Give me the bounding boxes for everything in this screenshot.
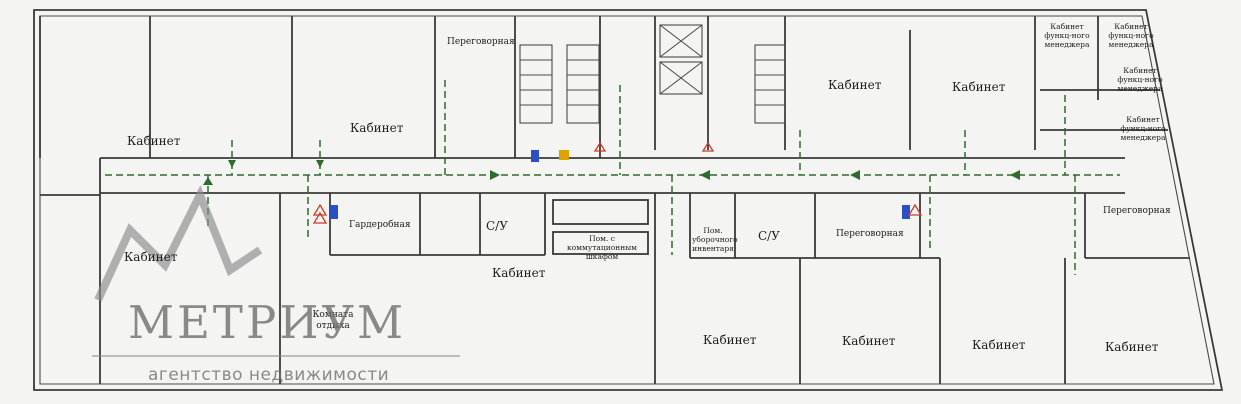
room-label-kabinet-8: Кабинет <box>842 334 896 348</box>
room-label-kabinet-func-1: Кабинет функц-ного менеджера <box>1044 22 1090 49</box>
room-label-kabinet-func-4: Кабинет функц-ного менеджера <box>1120 115 1166 142</box>
room-label-kabinet-7: Кабинет <box>703 333 757 347</box>
elevators <box>659 24 703 95</box>
safety-symbols <box>312 141 923 224</box>
room-label-kabinet-func-3: Кабинет функц-ного менеджера <box>1117 66 1163 93</box>
inner-outline <box>39 15 1215 385</box>
corridor <box>99 157 1125 194</box>
room-label-kommut: Пом. с коммутационным шкафом <box>566 234 638 261</box>
room-label-kabinet-4: Кабинет <box>952 80 1006 94</box>
watermark-subtitle: агентство недвижимости <box>148 365 390 385</box>
room-label-kabinet-6: Кабинет <box>492 266 546 280</box>
room-label-su-1: С/У <box>486 219 508 233</box>
room-label-kabinet-10: Кабинет <box>1105 340 1159 354</box>
room-label-kabinet-1: Кабинет <box>127 134 181 148</box>
room-label-kabinet-2: Кабинет <box>350 121 404 135</box>
evacuation-route <box>105 80 1120 275</box>
room-label-peregovornaya-1: Переговорная <box>447 37 515 47</box>
room-label-komnata-otdyha: Комната отдыха <box>312 310 354 331</box>
lower-partitions <box>40 193 1190 384</box>
stairs <box>519 44 786 124</box>
watermark-title: МЕТРИУМ <box>128 296 407 349</box>
room-label-su-2: С/У <box>758 229 780 243</box>
room-label-kabinet-9: Кабинет <box>972 338 1026 352</box>
room-label-peregovornaya-2: Переговорная <box>836 229 904 239</box>
room-label-kabinet-func-2: Кабинет функц-ного менеджера <box>1108 22 1154 49</box>
metrium-logo-mark <box>94 185 263 302</box>
room-label-kabinet-3: Кабинет <box>828 78 882 92</box>
room-label-peregovornaya-3: Переговорная <box>1103 206 1171 216</box>
outer-wall <box>33 9 1224 391</box>
room-label-uborochn: Пом. уборочного инвентаря <box>692 226 738 253</box>
room-label-kabinet-5: Кабинет <box>124 250 178 264</box>
room-label-garderobnaya: Гардеробная <box>349 220 411 230</box>
